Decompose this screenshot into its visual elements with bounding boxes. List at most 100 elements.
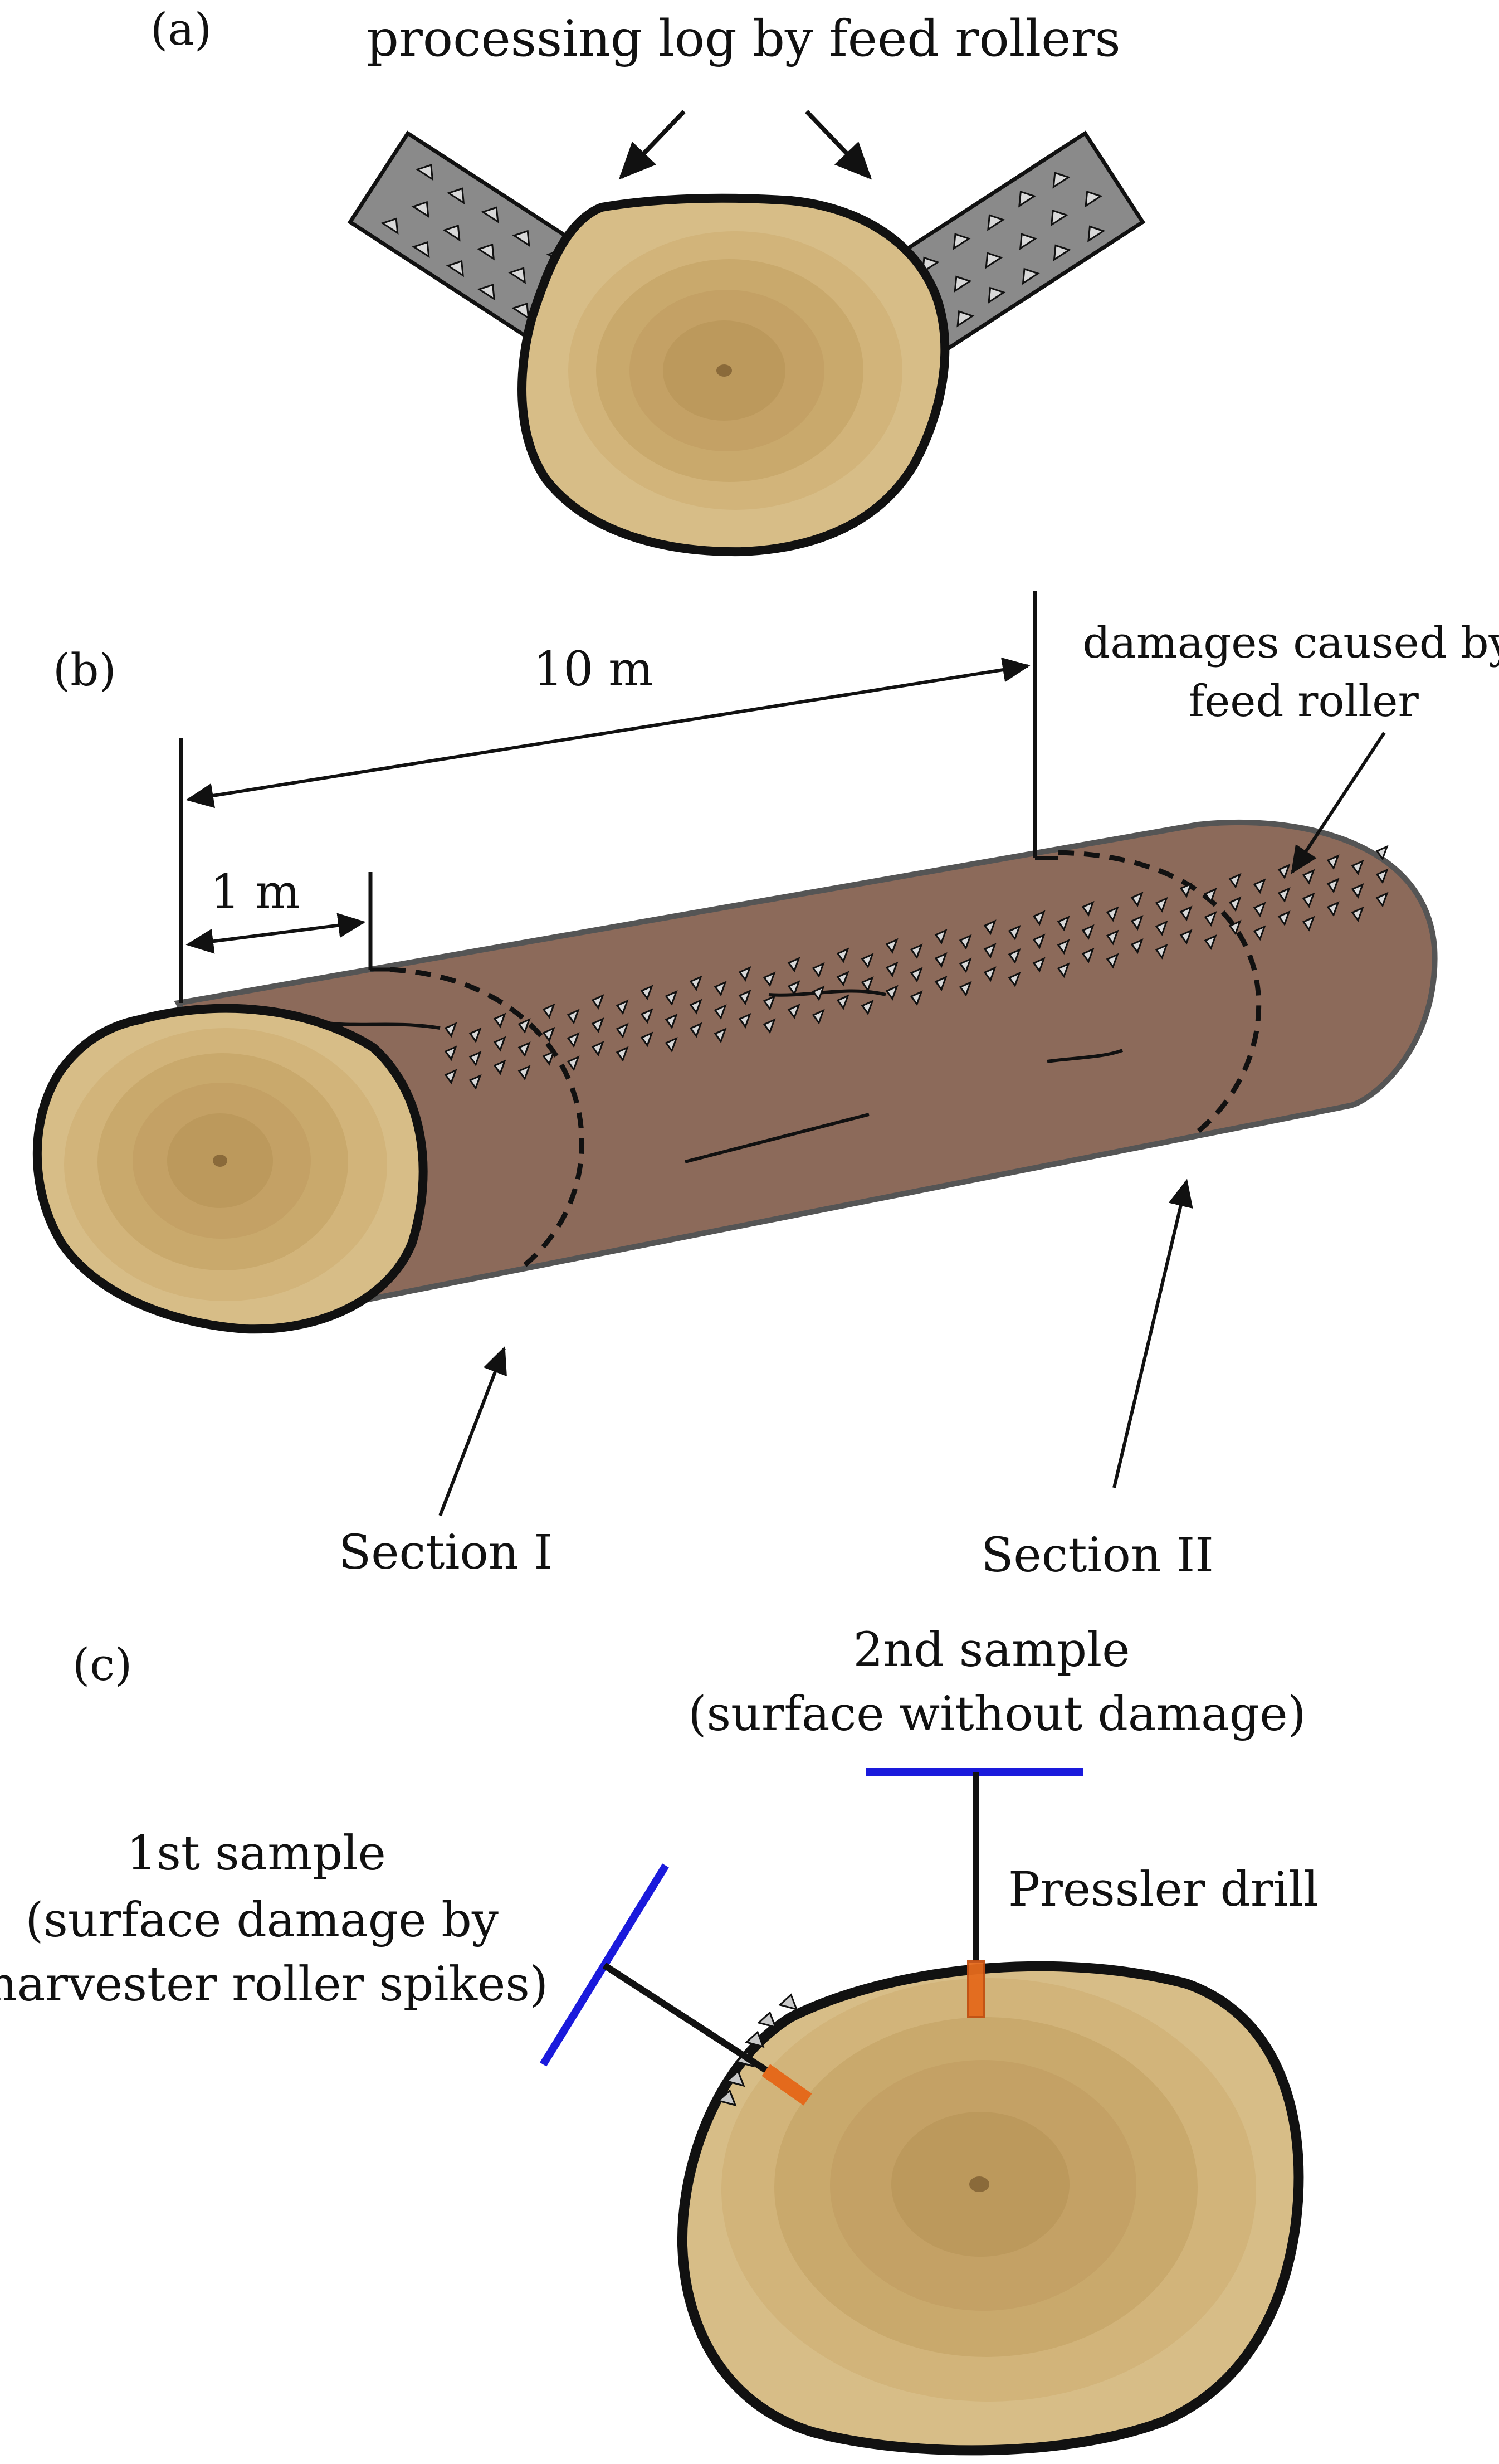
- panel-c: (c) 2nd sample (surface without damage) …: [0, 1623, 1319, 2456]
- spike-mark-icon: [910, 943, 923, 960]
- spike-mark-icon: [1057, 962, 1070, 978]
- spike-mark-icon: [567, 1055, 580, 1072]
- dimension-ticks: [179, 591, 1058, 1003]
- spike-mark-icon: [763, 995, 776, 1011]
- spike-mark-icon: [812, 985, 825, 1001]
- log-cross-section-icon: [677, 1961, 1304, 2456]
- spike-mark-icon: [616, 1022, 629, 1039]
- spike-mark-icon: [836, 994, 849, 1010]
- spike-mark-icon: [616, 1046, 629, 1062]
- section-two-label: Section II: [981, 1528, 1214, 1583]
- spike-mark-icon: [1106, 929, 1119, 946]
- spike-mark-icon: [1106, 906, 1119, 922]
- panel-a-tag: (a): [150, 3, 212, 55]
- spike-mark-icon: [493, 1012, 506, 1029]
- spike-mark-icon: [444, 1069, 457, 1085]
- spike-mark-icon: [591, 1041, 604, 1057]
- spike-mark-icon: [812, 962, 825, 978]
- panel-b: (b) 10 m 1 m damages caused by feed roll…: [32, 591, 1499, 1583]
- spike-mark-icon: [1375, 892, 1389, 908]
- spike-mark-icon: [983, 943, 997, 959]
- spike-mark-icon: [517, 1065, 531, 1081]
- sample-one-line3: harvester roller spikes): [0, 1957, 548, 2012]
- spike-mark-icon: [934, 952, 948, 968]
- spike-mark-icon: [640, 1008, 653, 1024]
- spike-mark-icon: [861, 1000, 874, 1016]
- spike-mark-icon: [444, 845, 1389, 1090]
- spike-mark-icon: [1277, 887, 1291, 903]
- pressler-drill-icon: [540, 1863, 812, 2106]
- spike-mark-icon: [861, 976, 874, 992]
- spike-mark-icon: [665, 1036, 678, 1053]
- arrow-icon: [185, 913, 366, 954]
- spike-mark-icon: [689, 1022, 702, 1038]
- spike-mark-icon: [763, 1018, 776, 1034]
- spike-mark-icon: [1081, 924, 1095, 940]
- spike-mark-icon: [787, 957, 800, 973]
- spike-mark-icon: [665, 990, 678, 1006]
- log-end-cross-section: [32, 1004, 428, 1334]
- spike-mark-icon: [1253, 925, 1266, 941]
- spike-mark-icon: [444, 1022, 457, 1038]
- spike-mark-icon: [1375, 868, 1389, 884]
- spike-mark-icon: [1351, 859, 1364, 875]
- damage-label-line1: damages caused by: [1082, 618, 1499, 668]
- drill-label: Pressler drill: [1008, 1862, 1319, 1917]
- spike-mark-icon: [665, 1013, 678, 1029]
- spike-mark-icon: [517, 1041, 531, 1058]
- spike-mark-icon: [959, 934, 972, 950]
- spike-mark-icon: [983, 966, 997, 982]
- spike-mark-icon: [444, 1045, 457, 1061]
- spike-mark-icon: [468, 1050, 482, 1067]
- spike-mark-icon: [934, 928, 948, 944]
- spike-mark-icon: [1130, 938, 1144, 955]
- spike-mark-icon: [1179, 905, 1193, 922]
- spike-mark-icon: [885, 985, 899, 1001]
- spike-mark-icon: [738, 966, 751, 982]
- spike-mark-icon: [1081, 900, 1095, 917]
- distance-10m-label: 10 m: [533, 642, 653, 697]
- spike-mark-icon: [1277, 863, 1291, 879]
- spike-mark-icon: [1228, 896, 1242, 912]
- spike-mark-icon: [1155, 897, 1168, 913]
- spike-mark-icon: [689, 975, 702, 991]
- spike-mark-icon: [885, 961, 899, 977]
- spike-mark-icon: [861, 953, 874, 969]
- section-one-line: [389, 967, 584, 1273]
- spike-mark-icon: [1057, 916, 1070, 932]
- spike-mark-icon: [567, 1032, 580, 1048]
- spike-mark-icon: [738, 1012, 751, 1029]
- spike-mark-icon: [1204, 911, 1217, 927]
- arrow-icon: [185, 657, 1031, 809]
- sample-two-line2: (surface without damage): [688, 1687, 1306, 1742]
- spike-mark-icon: [542, 1050, 555, 1066]
- spike-mark-icon: [1253, 878, 1266, 894]
- spike-mark-icon: [591, 994, 604, 1010]
- spike-mark-icon: [836, 947, 849, 963]
- log-bark: [174, 819, 1438, 1307]
- sample-one-line1: 1st sample: [126, 1826, 386, 1881]
- spike-mark-icon: [1204, 888, 1217, 904]
- arrow-icon: [438, 1346, 507, 1517]
- panel-b-tag: (b): [53, 644, 116, 696]
- spike-mark-icon: [1008, 924, 1021, 941]
- spike-mark-icon: [640, 1031, 653, 1048]
- spike-mark-icon: [1032, 957, 1046, 973]
- spike-mark-icon: [787, 1004, 800, 1020]
- spike-mark-icon: [1326, 878, 1340, 894]
- sample-one-line2: (surface damage by: [25, 1893, 499, 1948]
- spike-mark-icon: [1130, 892, 1144, 908]
- spike-mark-icon: [910, 967, 923, 983]
- spike-mark-icon: [517, 1018, 531, 1034]
- spike-mark-icon: [714, 1004, 727, 1020]
- spike-mark-icon: [836, 971, 849, 987]
- spike-mark-icon: [468, 1074, 482, 1090]
- spike-mark-icon: [1008, 971, 1021, 987]
- spike-mark-icon: [567, 1009, 580, 1025]
- log-cross-section-icon: [517, 193, 950, 557]
- spike-mark-icon: [1351, 906, 1364, 922]
- panel-a-caption: processing log by feed rollers: [367, 9, 1120, 68]
- spike-mark-icon: [934, 975, 948, 991]
- spike-mark-icon: [1326, 854, 1340, 870]
